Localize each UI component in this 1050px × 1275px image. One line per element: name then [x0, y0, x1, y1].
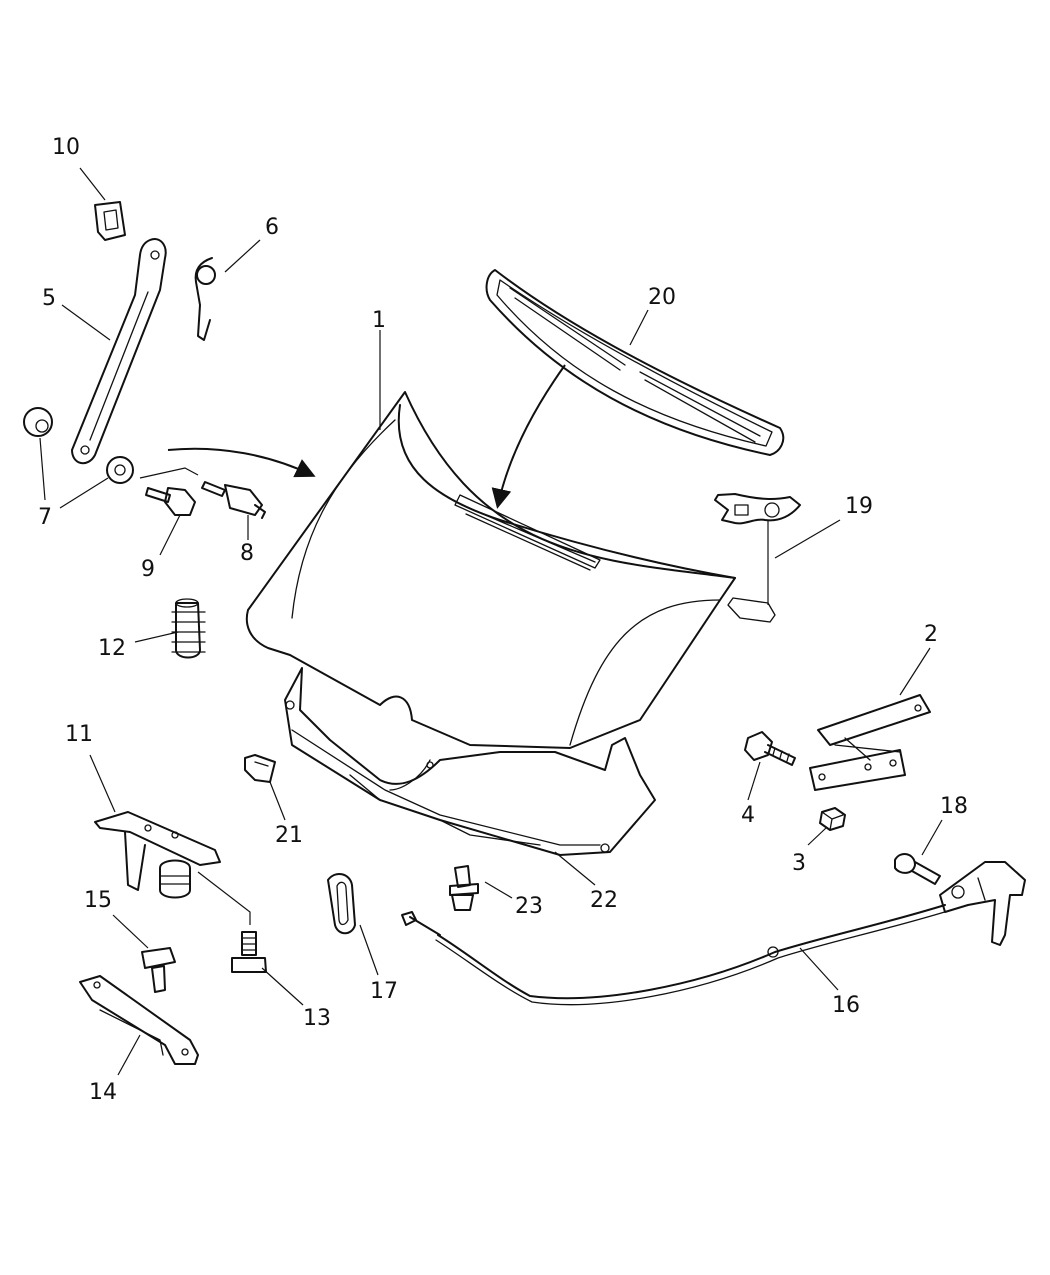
callout-23: 23: [515, 894, 543, 919]
callout-10: 10: [52, 135, 80, 160]
callout-7: 7: [38, 505, 52, 530]
callout-17: 17: [370, 979, 398, 1004]
cowl-grille[interactable]: [485, 269, 785, 456]
leader-lines: [39, 167, 943, 1076]
callout-6: 6: [265, 215, 279, 240]
alignment-line-latch: [197, 871, 251, 925]
push-pin-retainer[interactable]: [449, 865, 479, 911]
hood-bumper-stud[interactable]: [201, 481, 266, 519]
prop-rod-bolt[interactable]: [145, 487, 196, 516]
hood-latch[interactable]: [94, 811, 221, 899]
hood-inner-panel[interactable]: [284, 667, 656, 856]
callout-1: 1: [372, 308, 386, 333]
callout-8: 8: [240, 541, 254, 566]
direction-arrow-to-cowl: [491, 364, 566, 509]
retainer-clip[interactable]: [94, 201, 126, 241]
callout-3: 3: [792, 851, 806, 876]
hood-release-cable[interactable]: [401, 904, 949, 1006]
hood-release-handle[interactable]: [939, 861, 1026, 946]
hinge-bolt[interactable]: [744, 731, 796, 766]
callout-12: 12: [98, 636, 126, 661]
cable-grommet[interactable]: [327, 873, 356, 935]
alignment-line-bolt: [139, 467, 199, 479]
hood-spring-bumper[interactable]: [171, 598, 206, 659]
callout-15: 15: [84, 888, 112, 913]
bracket-bolt[interactable]: [141, 947, 176, 993]
insulator-clip[interactable]: [244, 754, 276, 783]
callout-11: 11: [65, 722, 93, 747]
callout-14: 14: [89, 1080, 117, 1105]
callout-5: 5: [42, 286, 56, 311]
prop-rod-spring-clip[interactable]: [194, 257, 216, 341]
handle-screw[interactable]: [894, 853, 941, 885]
callout-18: 18: [940, 794, 968, 819]
hood-hinge[interactable]: [809, 694, 931, 791]
callout-2: 2: [924, 622, 938, 647]
hinge-nut[interactable]: [819, 807, 846, 831]
callout-13: 13: [303, 1006, 331, 1031]
callout-16: 16: [832, 993, 860, 1018]
hood-prop-rod[interactable]: [71, 238, 167, 465]
prop-rod-grommet-top[interactable]: [23, 407, 53, 437]
hood-seal-bracket[interactable]: [714, 493, 801, 623]
callout-4: 4: [741, 803, 755, 828]
hood-panel[interactable]: [245, 391, 736, 749]
callout-21: 21: [275, 823, 303, 848]
callout-19: 19: [845, 494, 873, 519]
callout-labels: 1 2 3 4 5 6 7 8 9 10 11 12 13 14 15 16 1…: [38, 135, 968, 1105]
callout-9: 9: [141, 557, 155, 582]
callout-22: 22: [590, 888, 618, 913]
direction-arrow-to-hood: [167, 447, 316, 478]
latch-bolt[interactable]: [231, 931, 267, 973]
latch-support-bracket[interactable]: [79, 975, 199, 1065]
prop-rod-grommet-bottom[interactable]: [106, 456, 134, 484]
callout-20: 20: [648, 285, 676, 310]
